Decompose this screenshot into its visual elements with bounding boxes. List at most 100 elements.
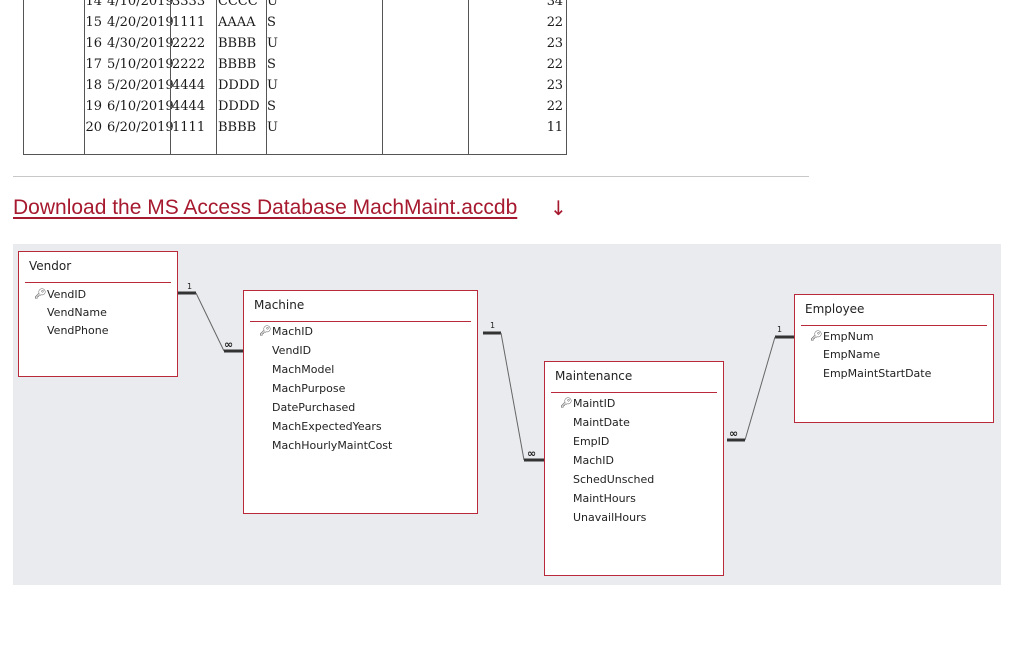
- emp-id-cell: 1111: [172, 120, 206, 135]
- maint-hours-cell: 2: [546, 15, 555, 30]
- field-label: MaintID: [573, 397, 616, 410]
- sched-unsched-cell: U: [267, 0, 278, 9]
- field-label: MachPurpose: [272, 382, 346, 395]
- row-number: 18: [85, 78, 102, 93]
- table-maintenance[interactable]: Maintenance 🔑︎ MaintID MaintDate EmpID M…: [544, 361, 724, 576]
- relationships-diagram: 1 ∞ 1 ∞ 1 ∞ Vendor 🔑︎ VendID VendName: [13, 244, 1001, 585]
- field-label: DatePurchased: [272, 401, 356, 414]
- grid-line: [84, 0, 85, 155]
- row-number: 19: [85, 99, 102, 114]
- sched-unsched-cell: U: [267, 36, 278, 51]
- maint-date-cell: 4/20/2019: [107, 15, 174, 30]
- field-label: EmpMaintStartDate: [823, 367, 932, 380]
- relationship-vendor-machine: 1 ∞: [178, 282, 243, 353]
- unavail-hours-cell: 4: [554, 0, 563, 9]
- maint-hours-cell: 2: [546, 78, 555, 93]
- field-empid[interactable]: EmpID: [573, 433, 609, 451]
- primary-key-icon: 🔑︎: [259, 326, 272, 337]
- download-database-link[interactable]: Download the MS Access Database MachMain…: [13, 196, 518, 219]
- sched-unsched-cell: S: [267, 99, 276, 114]
- emp-id-cell: 1111: [172, 15, 206, 30]
- row-number: 17: [85, 57, 102, 72]
- field-machexpectedyears[interactable]: MachExpectedYears: [272, 418, 382, 436]
- field-vendname[interactable]: VendName: [47, 304, 107, 322]
- field-label: EmpName: [823, 348, 881, 361]
- emp-id-cell: 4444: [172, 78, 206, 93]
- field-label: MachModel: [272, 363, 335, 376]
- many-label: ∞: [527, 447, 536, 460]
- table-row: 18 5/20/2019 4444 DDDD U 2 3: [23, 75, 567, 96]
- field-label: VendID: [272, 344, 312, 357]
- table-title-rule: [250, 321, 471, 322]
- field-vendphone[interactable]: VendPhone: [47, 322, 108, 340]
- field-mainthours[interactable]: MaintHours: [573, 490, 636, 508]
- spreadsheet-fragment: 14 4/10/2019 3333 CCCC U 3 4 15 4/20/201…: [23, 0, 567, 155]
- field-machpurpose[interactable]: MachPurpose: [272, 380, 345, 398]
- maint-date-cell: 6/20/2019: [107, 120, 174, 135]
- download-arrow-icon[interactable]: ↓: [550, 196, 567, 220]
- field-label: MachHourlyMaintCost: [272, 439, 393, 452]
- table-machine[interactable]: Machine 🔑︎ MachID VendID MachModel MachP…: [243, 290, 478, 514]
- row-number: 15: [85, 15, 102, 30]
- mach-id-cell: CCCC: [218, 0, 258, 9]
- many-label: ∞: [224, 338, 233, 351]
- relationship-employee-maintenance: 1 ∞: [727, 325, 794, 442]
- field-empname[interactable]: EmpName: [823, 346, 880, 364]
- mach-id-cell: AAAA: [218, 15, 256, 30]
- maint-date-cell: 4/10/2019: [107, 0, 174, 9]
- maint-hours-cell: 1: [546, 120, 555, 135]
- table-row: 14 4/10/2019 3333 CCCC U 3 4: [23, 0, 567, 12]
- grid-line: [266, 0, 267, 155]
- one-label: 1: [777, 325, 782, 334]
- unavail-hours-cell: 3: [554, 36, 563, 51]
- field-maintdate[interactable]: MaintDate: [573, 414, 630, 432]
- emp-id-cell: 2222: [172, 36, 206, 51]
- row-number: 20: [85, 120, 102, 135]
- field-label: VendPhone: [47, 324, 109, 337]
- table-title-rule: [801, 325, 987, 326]
- field-empmaintstartdate[interactable]: EmpMaintStartDate: [823, 365, 931, 383]
- field-vendid[interactable]: 🔑︎ VendID: [34, 286, 86, 304]
- primary-key-icon: 🔑︎: [560, 398, 573, 409]
- emp-id-cell: 2222: [172, 57, 206, 72]
- table-title: Maintenance: [555, 369, 633, 383]
- mach-id-cell: BBBB: [218, 36, 257, 51]
- emp-id-cell: 4444: [172, 99, 206, 114]
- mach-id-cell: BBBB: [218, 57, 257, 72]
- field-label: EmpID: [573, 435, 610, 448]
- field-unavailhours[interactable]: UnavailHours: [573, 509, 646, 527]
- field-datepurchased[interactable]: DatePurchased: [272, 399, 355, 417]
- maint-hours-cell: 2: [546, 99, 555, 114]
- grid-line: [382, 0, 383, 155]
- many-label: ∞: [729, 427, 738, 440]
- table-title: Vendor: [29, 259, 72, 273]
- emp-id-cell: 3333: [172, 0, 206, 9]
- unavail-hours-cell: 2: [554, 57, 563, 72]
- table-row: 19 6/10/2019 4444 DDDD S 2 2: [23, 96, 567, 117]
- grid-line: [170, 0, 171, 155]
- table-employee[interactable]: Employee 🔑︎ EmpNum EmpName EmpMaintStart…: [794, 294, 994, 423]
- field-label: MaintHours: [573, 492, 636, 505]
- field-machid[interactable]: 🔑︎ MachID: [259, 323, 313, 341]
- field-schedunsched[interactable]: SchedUnsched: [573, 471, 654, 489]
- table-title: Employee: [805, 302, 865, 316]
- grid-line: [23, 154, 567, 155]
- table-row: 16 4/30/2019 2222 BBBB U 2 3: [23, 33, 567, 54]
- field-machmodel[interactable]: MachModel: [272, 361, 334, 379]
- field-machhourlymaintcost[interactable]: MachHourlyMaintCost: [272, 437, 392, 455]
- sched-unsched-cell: U: [267, 78, 278, 93]
- field-label: VendName: [47, 306, 107, 319]
- table-title-rule: [551, 392, 717, 393]
- sched-unsched-cell: S: [267, 57, 276, 72]
- field-label: SchedUnsched: [573, 473, 655, 486]
- field-empnum[interactable]: 🔑︎ EmpNum: [810, 328, 874, 346]
- table-title-rule: [25, 282, 171, 283]
- grid-line: [23, 0, 24, 155]
- mach-id-cell: DDDD: [218, 99, 260, 114]
- field-maintid[interactable]: 🔑︎ MaintID: [560, 395, 616, 413]
- field-vendid[interactable]: VendID: [272, 342, 311, 360]
- grid-line: [216, 0, 217, 155]
- table-vendor[interactable]: Vendor 🔑︎ VendID VendName VendPhone: [18, 251, 178, 377]
- maint-date-cell: 5/10/2019: [107, 57, 174, 72]
- field-machid[interactable]: MachID: [573, 452, 614, 470]
